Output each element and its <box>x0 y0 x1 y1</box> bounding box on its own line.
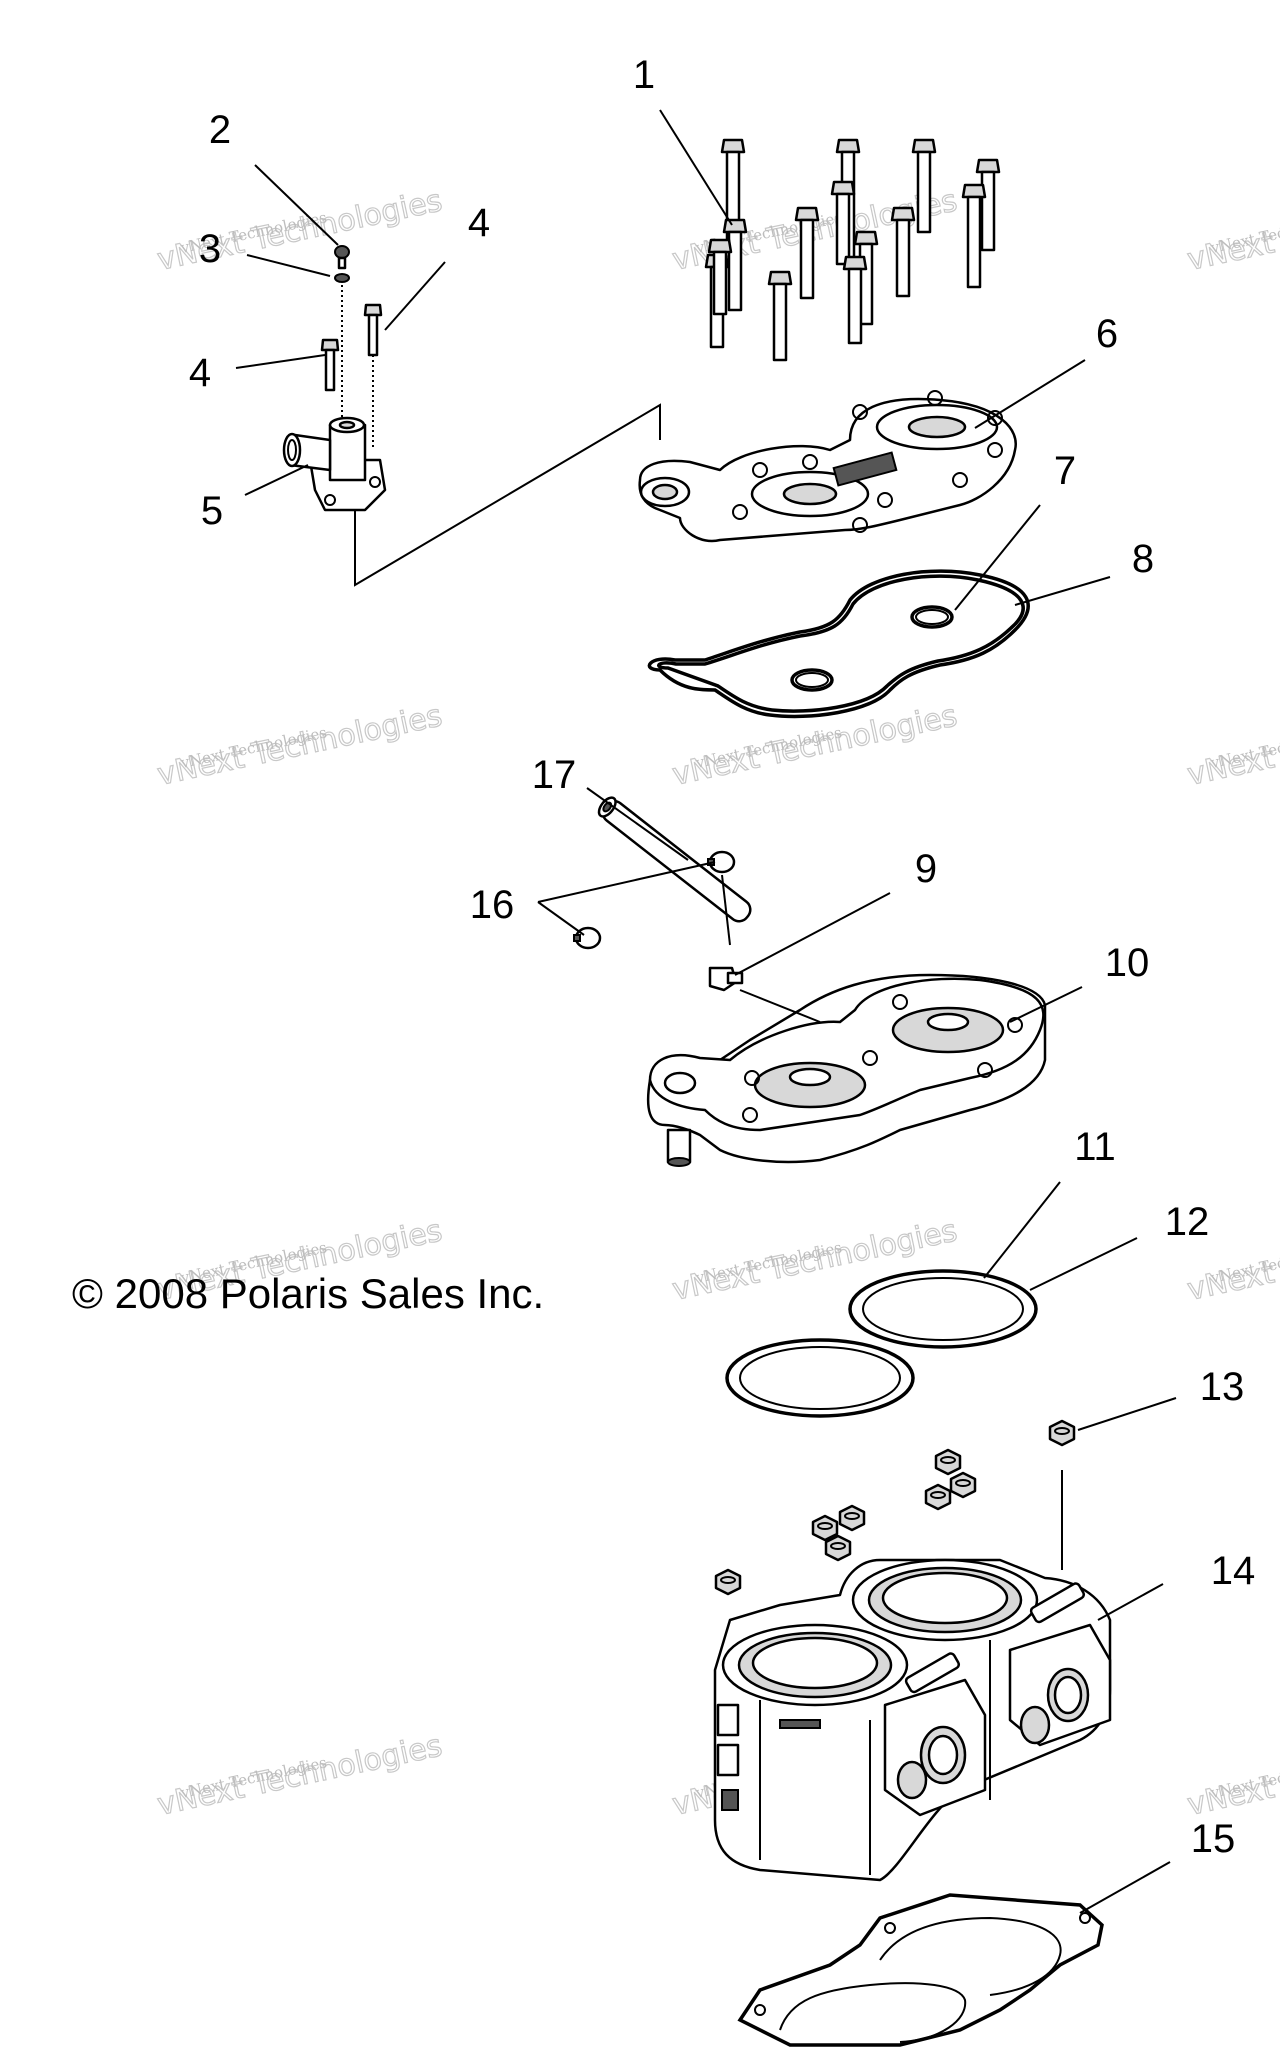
head-o-rings <box>647 569 1030 719</box>
callout-6: 6 <box>1096 312 1118 356</box>
cylinder-head-cover <box>638 390 1017 543</box>
housing-bolt <box>363 303 383 357</box>
head-bolts <box>704 138 1001 362</box>
bolt <box>961 183 987 289</box>
callout-8: 8 <box>1132 537 1154 581</box>
callout-2: 2 <box>209 108 231 152</box>
callout-4b: 4 <box>189 351 211 395</box>
nut <box>924 1483 952 1511</box>
callout-labels: 1 2 3 4 4 5 6 7 8 9 10 11 12 13 14 15 16… <box>189 53 1255 1861</box>
gasket-ring <box>725 1338 915 1418</box>
callout-12: 12 <box>1165 1200 1210 1244</box>
callout-1: 1 <box>633 53 655 97</box>
nut <box>1048 1419 1076 1447</box>
callout-14: 14 <box>1211 1549 1256 1593</box>
cylinder-block <box>713 1558 1112 1882</box>
bolt <box>794 206 820 300</box>
bolt <box>890 206 916 298</box>
callout-13: 13 <box>1200 1365 1245 1409</box>
base-gasket <box>737 1893 1104 2047</box>
watermark: vNext Technologies vNext Technologies <box>1184 698 1280 794</box>
nut <box>824 1534 852 1562</box>
callout-5: 5 <box>201 489 223 533</box>
housing-bolt <box>320 338 340 392</box>
callout-15: 15 <box>1191 1817 1236 1861</box>
callout-3: 3 <box>199 227 221 271</box>
bolt <box>830 180 856 266</box>
thermostat-housing <box>282 416 387 512</box>
watermark: vNext Technologies vNext Technologies <box>669 698 961 794</box>
bolt <box>707 238 733 316</box>
hose-fittings-group <box>573 796 752 992</box>
o-ring <box>334 273 350 283</box>
nut <box>949 1471 977 1499</box>
callout-10: 10 <box>1105 941 1150 985</box>
small-o-ring <box>910 605 954 629</box>
watermark: vNext Technologies vNext Technologies <box>154 698 446 794</box>
nut <box>714 1568 742 1596</box>
watermark: vNext Technologies vNext Technologies <box>669 1213 961 1309</box>
callout-7: 7 <box>1054 449 1076 493</box>
copyright-text: © 2008 Polaris Sales Inc. <box>72 1270 544 1317</box>
fitting <box>708 966 744 992</box>
leader-lines <box>235 109 1177 1914</box>
nut <box>934 1448 962 1476</box>
hose <box>597 796 752 923</box>
watermark: vNext Technologies vNext Technologies <box>1184 183 1280 279</box>
bolt <box>767 270 793 362</box>
watermark: vNext Technologies vNext Technologies <box>154 1728 446 1824</box>
watermark: vNext Technologies vNext Technologies <box>1184 1728 1280 1824</box>
bleed-screw <box>334 245 350 270</box>
callout-17: 17 <box>532 753 577 797</box>
thermostat-housing-group <box>282 245 661 587</box>
cylinder-nuts <box>714 1419 1076 1700</box>
head-gaskets <box>725 1269 1038 1418</box>
cylinder-head <box>646 973 1047 1167</box>
callout-4a: 4 <box>468 201 490 245</box>
callout-16: 16 <box>470 883 515 927</box>
callout-11: 11 <box>1074 1125 1116 1169</box>
nut <box>811 1514 839 1542</box>
gasket-ring <box>848 1269 1038 1349</box>
bolt <box>720 138 746 242</box>
callout-9: 9 <box>915 847 937 891</box>
bolt <box>842 255 868 345</box>
bolt <box>911 138 937 234</box>
small-o-ring <box>790 668 834 692</box>
nut <box>838 1504 866 1532</box>
